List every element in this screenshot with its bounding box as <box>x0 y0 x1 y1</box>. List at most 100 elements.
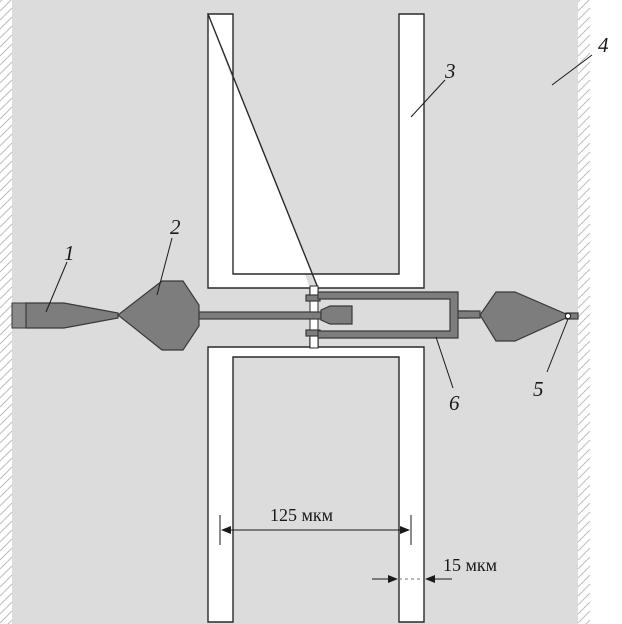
hatch-stroke <box>0 7 13 21</box>
hatch-stroke <box>577 0 590 12</box>
hatch-stroke <box>0 493 13 507</box>
hatch-stroke <box>0 412 13 426</box>
hatch-stroke <box>577 394 591 408</box>
hatch-stroke <box>0 322 13 336</box>
hatch-stroke <box>0 52 13 66</box>
hatch-stroke <box>577 448 591 462</box>
leader-6 <box>435 336 454 389</box>
hatch-stroke <box>0 106 13 120</box>
hatch-stroke <box>577 241 591 255</box>
hatch-stroke <box>585 619 591 624</box>
hatch-stroke <box>0 43 13 57</box>
leader-1 <box>45 261 68 313</box>
hatch-stroke <box>0 376 13 390</box>
hatch-stroke <box>0 268 13 282</box>
hatch-stroke <box>577 547 591 561</box>
output-point <box>564 312 572 320</box>
dim-125-text: 125 мкм <box>270 505 333 525</box>
hatch-stroke <box>577 304 591 318</box>
hatch-stroke <box>0 232 13 246</box>
hatch-stroke <box>577 322 591 336</box>
hatch-stroke <box>577 79 591 93</box>
hatch-stroke <box>0 583 13 597</box>
label-4: 4 <box>598 33 609 57</box>
hatch-stroke <box>0 574 13 588</box>
hatch-stroke <box>0 295 13 309</box>
hatch-stroke <box>0 241 13 255</box>
hatch-stroke <box>0 511 13 525</box>
hatched-edge-left <box>0 0 13 624</box>
hatch-stroke <box>0 529 13 543</box>
feed-line-left <box>198 311 322 320</box>
hatch-stroke <box>0 331 13 345</box>
hatch-stroke <box>577 565 591 579</box>
hatch-stroke <box>577 583 591 597</box>
hatch-stroke <box>0 196 13 210</box>
hatch-stroke <box>577 286 591 300</box>
hatch-stroke <box>7 619 13 624</box>
hatch-stroke <box>0 124 13 138</box>
hatch-stroke <box>0 601 13 615</box>
hatch-stroke <box>577 223 591 237</box>
feed-line-right <box>457 310 481 319</box>
hatch-stroke <box>0 565 13 579</box>
leader-5 <box>546 318 569 373</box>
hatch-stroke <box>577 115 591 129</box>
hatch-stroke <box>577 466 591 480</box>
hatch-stroke <box>577 520 591 534</box>
hatch-stroke <box>577 277 591 291</box>
hatch-stroke <box>0 205 13 219</box>
hatch-stroke <box>0 358 13 372</box>
hatch-stroke <box>0 0 12 12</box>
leader-2 <box>156 237 173 296</box>
hatch-stroke <box>577 97 591 111</box>
hatch-stroke <box>0 25 13 39</box>
hatch-stroke <box>0 556 13 570</box>
hatch-stroke <box>0 610 13 624</box>
hatch-stroke <box>577 574 591 588</box>
hatch-stroke <box>577 493 591 507</box>
hatch-stroke <box>577 34 591 48</box>
hatch-stroke <box>577 430 591 444</box>
hatch-stroke <box>577 295 591 309</box>
label-2: 2 <box>170 215 181 239</box>
hatch-stroke <box>0 133 13 147</box>
hatch-stroke <box>0 457 13 471</box>
hatch-stroke <box>0 547 13 561</box>
hatch-stroke <box>577 250 591 264</box>
hatch-stroke <box>0 340 13 354</box>
hatch-stroke <box>0 592 13 606</box>
hatch-stroke <box>0 439 13 453</box>
hatch-stroke <box>577 313 591 327</box>
hatch-stroke <box>577 169 591 183</box>
junction-pad <box>320 305 353 325</box>
hatch-stroke <box>577 151 591 165</box>
hatch-stroke <box>577 88 591 102</box>
hatch-stroke <box>577 178 591 192</box>
hatch-stroke <box>577 367 591 381</box>
dim-15-text: 15 мкм <box>443 555 497 575</box>
stripline-pad-hatched <box>11 302 27 329</box>
hatch-stroke <box>577 25 591 39</box>
hatch-stroke <box>0 250 13 264</box>
hatch-stroke <box>0 187 13 201</box>
hatch-stroke <box>0 79 13 93</box>
hatch-stroke <box>577 538 591 552</box>
hatch-stroke <box>0 394 13 408</box>
hatch-stroke <box>577 331 591 345</box>
hatch-stroke <box>0 277 13 291</box>
hatch-stroke <box>577 475 591 489</box>
hatch-stroke <box>0 88 13 102</box>
hatch-stroke <box>577 196 591 210</box>
leader-3 <box>410 79 446 118</box>
hatch-stroke <box>0 169 13 183</box>
hatch-stroke <box>577 61 591 75</box>
hatch-stroke <box>0 349 13 363</box>
hatch-stroke <box>0 97 13 111</box>
hatch-stroke <box>577 376 591 390</box>
hatch-stroke <box>577 358 591 372</box>
hatch-stroke <box>577 385 591 399</box>
hatch-stroke <box>0 502 13 516</box>
hatch-stroke <box>577 43 591 57</box>
